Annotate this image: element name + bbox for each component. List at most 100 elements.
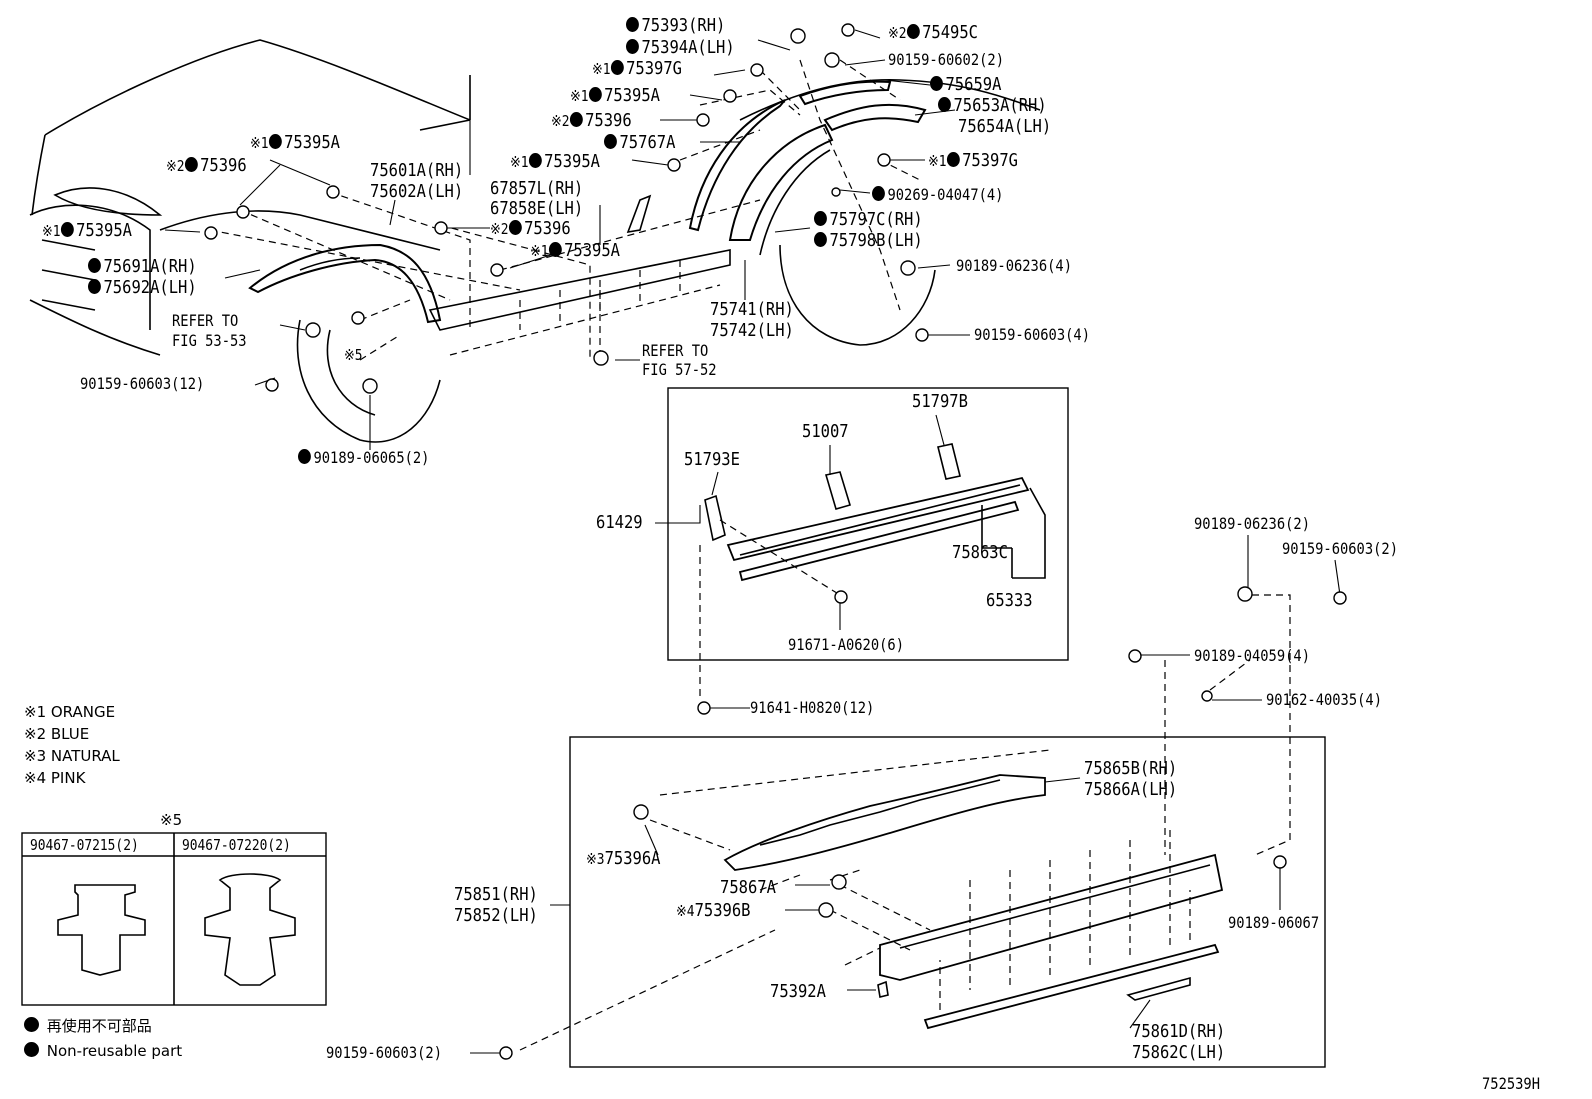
part-label: 75862C(LH) <box>1132 1042 1226 1063</box>
fastener-icon <box>351 311 365 325</box>
part-label: 75653A(RH) <box>938 97 1047 115</box>
fastener-icon <box>633 804 649 820</box>
fastener-icon <box>490 263 504 277</box>
rocker-end-cap <box>1126 976 1191 1001</box>
clip-90467-07215 <box>57 884 146 976</box>
fastener-icon <box>236 205 250 219</box>
part-label: ※5 <box>344 346 363 364</box>
part-label: ※475396B <box>676 900 751 921</box>
fastener-icon <box>697 701 711 715</box>
headlight <box>53 187 163 216</box>
part-label: 75654A(LH) <box>958 116 1052 137</box>
part-label: 90189-06236(2) <box>1194 514 1310 533</box>
part-label: 75851(RH) <box>454 884 538 905</box>
grille-outline <box>29 204 151 330</box>
bumper-front <box>29 299 161 356</box>
rear-fender-flare <box>728 123 834 241</box>
clip-table-header-2: 90467-07220(2) <box>182 836 291 854</box>
part-label: REFER TO <box>172 311 239 330</box>
fastener-icon <box>841 23 855 37</box>
fastener-icon <box>1237 586 1253 602</box>
part-label: 90189-06065(2) <box>298 449 429 466</box>
part-label: 75798B(LH) <box>814 232 923 250</box>
part-label: 75866A(LH) <box>1084 779 1178 800</box>
fastener-icon <box>362 378 378 394</box>
part-label: 90162-40035(4) <box>1266 690 1382 709</box>
clip-75392A <box>877 980 889 998</box>
wheel-rear <box>779 244 936 346</box>
rocker-mud-flap <box>626 194 652 234</box>
part-label: 90269-04047(4) <box>872 186 1003 203</box>
part-label: 75601A(RH) <box>370 160 464 181</box>
nonreusable-note-en: Non-reusable part <box>24 1042 182 1059</box>
rear-quarter-line <box>739 78 1041 121</box>
part-label: 75863C <box>952 542 1008 563</box>
clip-90467-07220 <box>204 873 296 986</box>
part-label: 75797C(RH) <box>814 211 923 229</box>
bracket-51797B <box>937 443 961 480</box>
part-label: 75392A <box>770 981 826 1002</box>
fastener-icon <box>877 153 891 167</box>
fastener-icon <box>696 113 710 127</box>
rocker-moulding-main <box>879 853 1224 981</box>
fastener-icon <box>326 185 340 199</box>
part-label: 51007 <box>802 421 849 442</box>
bracket-51793E <box>704 494 726 542</box>
part-label: 61429 <box>596 512 643 533</box>
rocker-inner-panel <box>723 774 1046 871</box>
running-board-strip <box>738 500 1020 582</box>
fastener-icon <box>824 52 840 68</box>
part-label: 91641-H0820(12) <box>750 698 875 717</box>
part-label: 75861D(RH) <box>1132 1021 1226 1042</box>
part-label: 75741(RH) <box>710 299 794 320</box>
part-label: 51793E <box>684 449 740 470</box>
fastener-icon <box>499 1046 513 1060</box>
part-label: 67857L(RH) <box>490 178 584 199</box>
fastener-icon <box>750 63 764 77</box>
part-label: 90159-60603(2) <box>326 1043 442 1062</box>
part-label: FIG 53-53 <box>172 331 247 350</box>
part-label: 75865B(RH) <box>1084 758 1178 779</box>
fastener-icon <box>1333 591 1347 605</box>
fastener-icon <box>831 874 847 890</box>
rear-arch-strip <box>759 149 831 256</box>
part-label: 75742(LH) <box>710 320 794 341</box>
fastener-icon <box>915 328 929 342</box>
fastener-icon <box>305 322 321 338</box>
part-label: 75394A(LH) <box>626 39 735 57</box>
rocker-panel-box <box>569 736 1326 1068</box>
part-label: 75767A <box>604 134 675 152</box>
part-label: 90159-60603(2) <box>1282 539 1398 558</box>
fastener-icon <box>265 378 279 392</box>
fender-front <box>159 210 441 251</box>
part-label: 75852(LH) <box>454 905 538 926</box>
fastener-icon <box>900 260 916 276</box>
bracket-51007 <box>824 471 852 510</box>
fastener-icon <box>1201 690 1213 702</box>
diagram-id: 752539H <box>1482 1074 1540 1093</box>
part-label: 51797B <box>912 391 968 412</box>
part-label: 90189-06067 <box>1228 913 1320 932</box>
fastener-icon <box>723 89 737 103</box>
part-label: 65333 <box>986 590 1033 611</box>
fastener-icon <box>834 590 848 604</box>
part-label: 90189-04059(4) <box>1194 646 1310 665</box>
rear-flare-top <box>823 103 927 132</box>
clip-table-title: ※5 <box>160 811 183 829</box>
hood-front-edge <box>31 134 46 216</box>
nonreusable-note-jp: 再使用不可部品 <box>24 1017 152 1034</box>
legend-color-3: ※3 NATURAL <box>24 747 120 765</box>
fastener-icon <box>1273 855 1287 869</box>
rocker-panel <box>428 249 731 331</box>
rocker-lower-trim <box>923 943 1220 1030</box>
part-label: REFER TO <box>642 341 709 360</box>
